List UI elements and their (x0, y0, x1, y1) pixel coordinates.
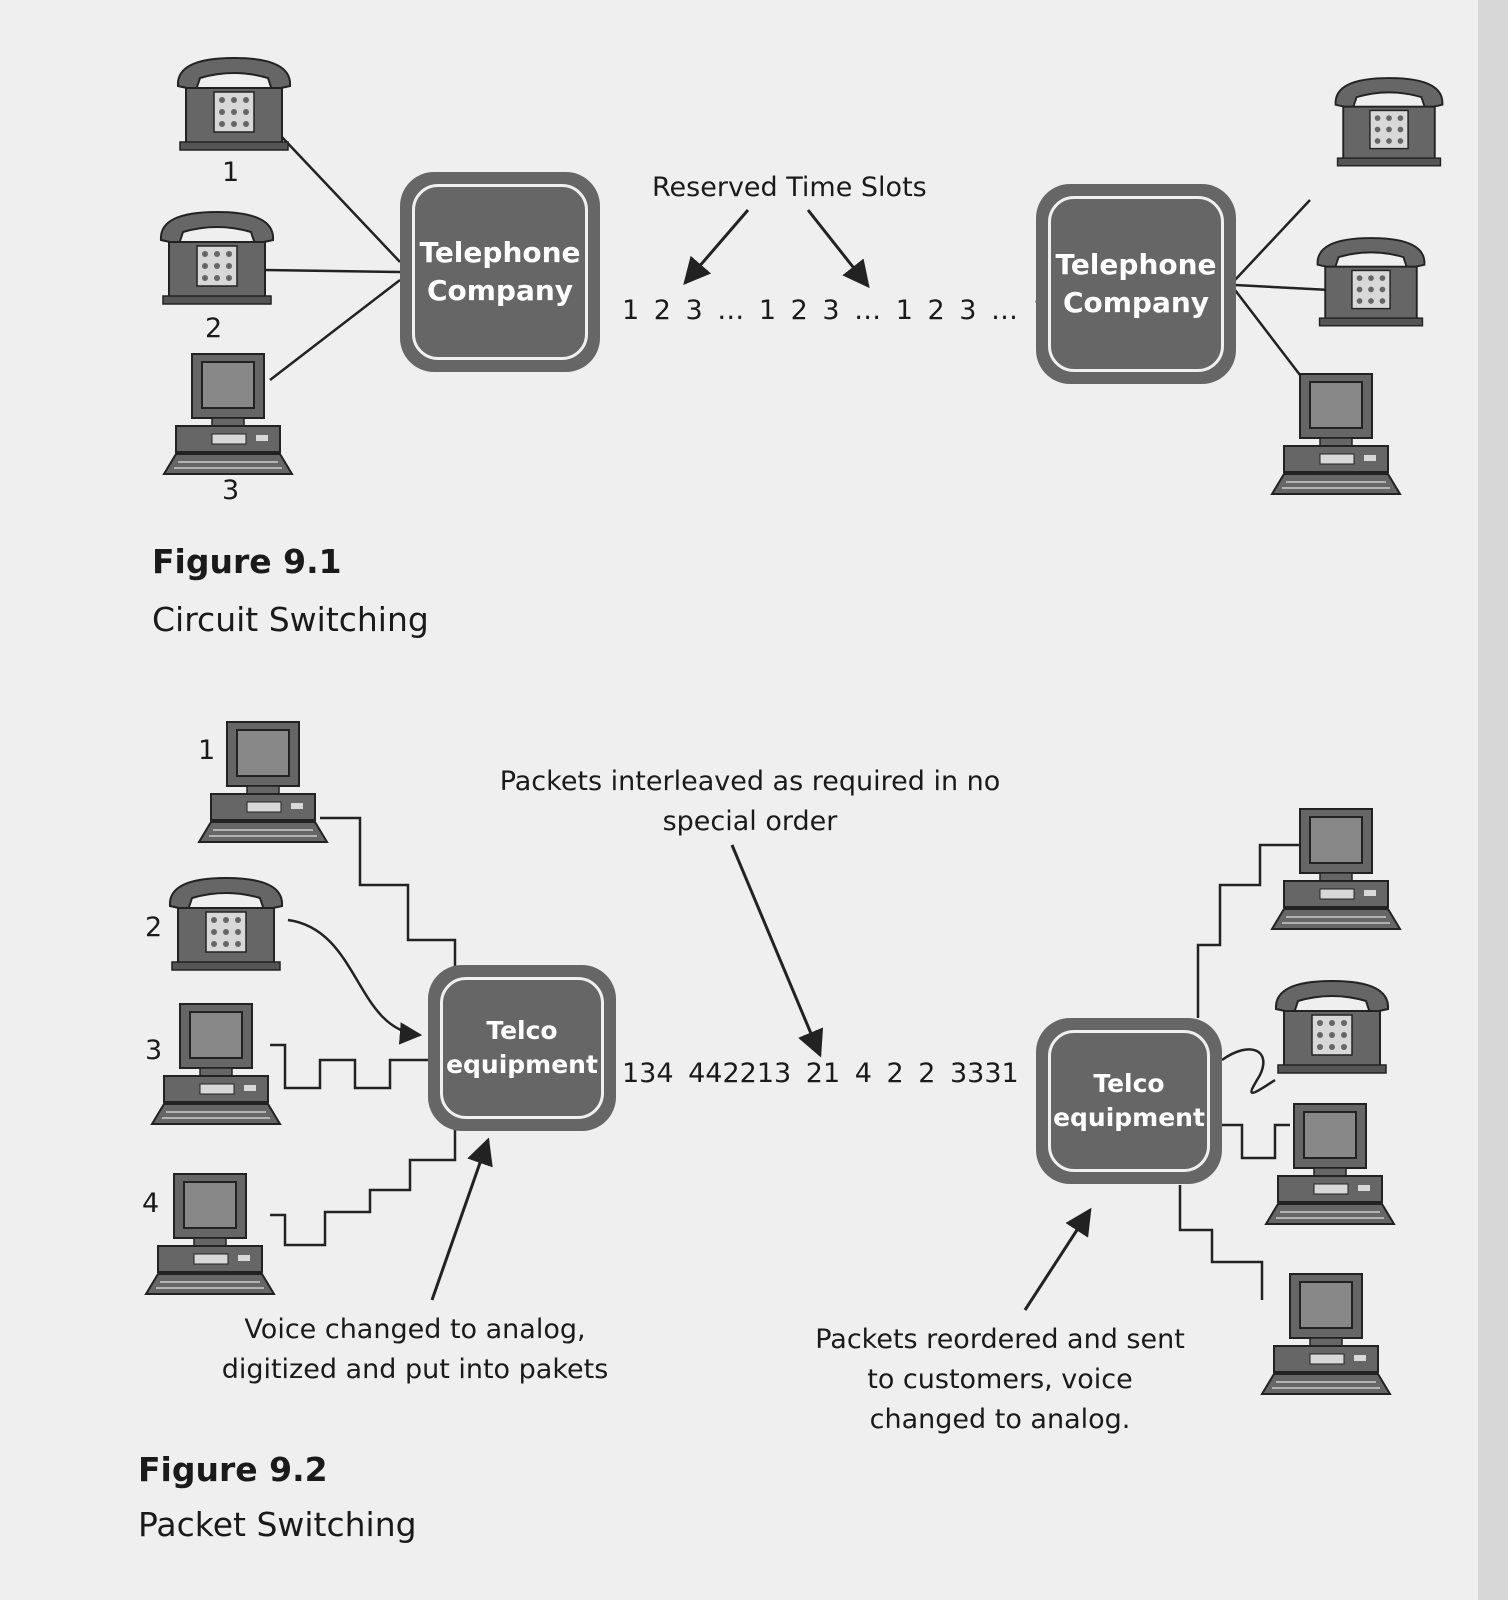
wire-right-phone-curve (1221, 1048, 1276, 1094)
packet-device-number-2: 2 (145, 912, 163, 943)
phone-1-right (1328, 72, 1450, 172)
packet-device-number-3: 3 (145, 1035, 163, 1066)
reserved-time-slots-label: Reserved Time Slots (652, 172, 927, 203)
arrow-packets-top (730, 844, 824, 1058)
packet-device-number-1: 1 (198, 735, 216, 766)
telephone-company-right: Telephone Company (1036, 184, 1236, 384)
computer-4-packet-left (142, 1170, 277, 1304)
arrow-voice-note (430, 1137, 493, 1301)
wire-computer4-stepped (270, 1130, 457, 1247)
wire-computer1-stepped (320, 816, 457, 968)
telco-equipment-left-label: Telco equipment (446, 1016, 598, 1079)
telco-equipment-right: Telco equipment (1036, 1018, 1222, 1184)
computer-1-packet-right (1268, 805, 1403, 939)
phone-2-left (153, 206, 281, 310)
figure-9-1-title: Figure 9.1 (152, 542, 342, 581)
device-number-2: 2 (205, 313, 223, 344)
telephone-company-right-label: Telephone Company (1055, 248, 1217, 319)
wire-phone2-curve (287, 918, 423, 1045)
wire-computer3-left (269, 279, 401, 381)
wire-right-computer3-stepped (1222, 1123, 1290, 1160)
telephone-company-left-label: Telephone Company (419, 236, 581, 307)
arrow-reorder-note (1023, 1207, 1092, 1311)
computer-3-packet-left (148, 1000, 283, 1134)
phone-2-packet-right (1268, 975, 1396, 1079)
arrow-slot-right (806, 209, 870, 289)
wire-phone2-right (1234, 283, 1331, 292)
packet-stream-sequence: 134 442213 21 4 2 2 3331 (622, 1058, 1019, 1089)
wire-phone1-left (279, 134, 401, 263)
packets-interleaved-note: Packets interleaved as required in no sp… (499, 766, 1001, 837)
computer-3-left (160, 350, 295, 484)
telco-equipment-left: Telco equipment (428, 965, 616, 1131)
arrow-slot-left (683, 209, 750, 286)
phone-1-left (170, 52, 298, 156)
page-edge (1478, 0, 1508, 1600)
figure-9-2-title: Figure 9.2 (138, 1450, 328, 1489)
wire-computer3-stepped (270, 1043, 430, 1090)
wire-computer3-right (1234, 289, 1301, 376)
wire-phone1-right (1234, 199, 1311, 281)
computer-1-packet-left (195, 718, 330, 852)
telephone-company-left: Telephone Company (400, 172, 600, 372)
voice-digitized-note: Voice changed to analog, digitized and p… (221, 1314, 609, 1385)
computer-4-packet-right (1258, 1270, 1393, 1404)
computer-3-packet-right (1262, 1100, 1397, 1234)
device-number-1: 1 (222, 157, 240, 188)
packet-device-number-4: 4 (142, 1188, 160, 1219)
wire-phone2-left (264, 268, 401, 274)
figure-9-1-subtitle: Circuit Switching (152, 600, 429, 639)
wire-right-computer4-stepped (1178, 1185, 1264, 1300)
device-number-3: 3 (222, 475, 240, 506)
phone-2-packet-left (162, 872, 290, 976)
packets-reordered-note: Packets reordered and sent to customers,… (815, 1324, 1185, 1435)
wire-right-computer1-stepped (1196, 843, 1302, 1018)
figure-9-2-subtitle: Packet Switching (138, 1505, 417, 1544)
phone-2-right (1310, 232, 1432, 332)
telco-equipment-right-label: Telco equipment (1053, 1069, 1205, 1132)
computer-3-right (1268, 370, 1403, 504)
